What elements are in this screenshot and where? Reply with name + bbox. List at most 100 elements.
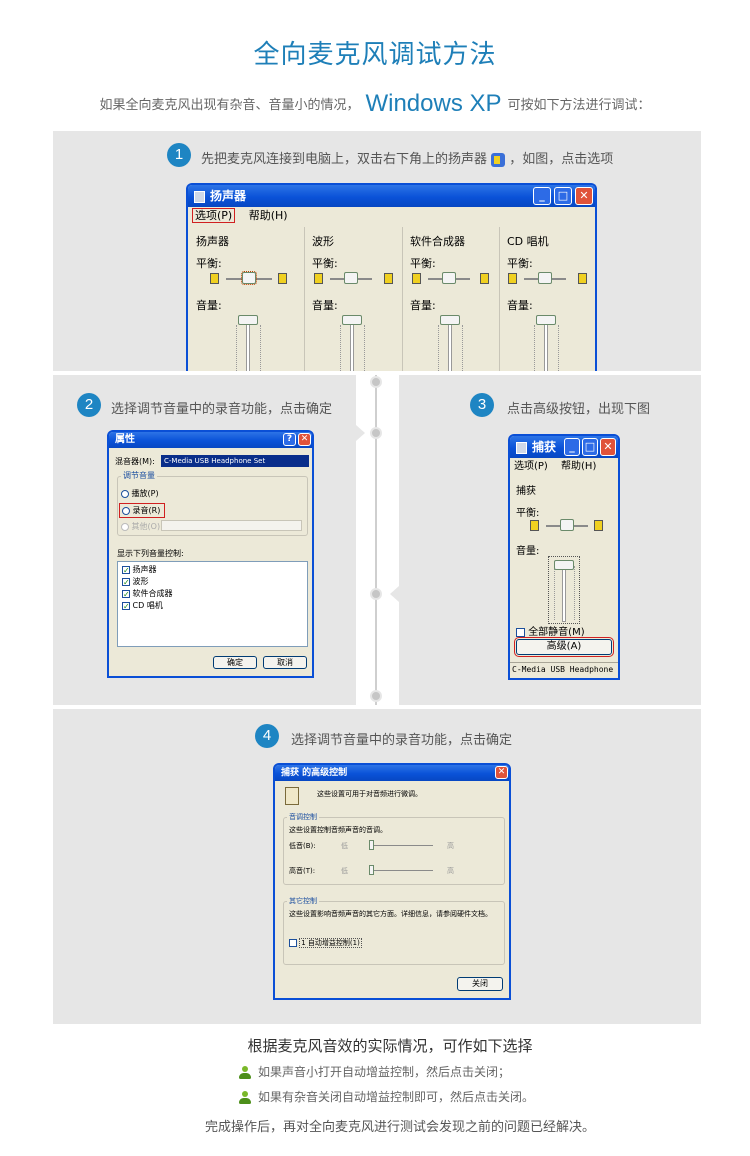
step3-number: 3	[470, 393, 494, 417]
step1-text: 先把麦克风连接到电脑上，双击右下角上的扬声器 ，如图，点击选项	[201, 148, 613, 167]
speaker-right-icon	[384, 273, 393, 284]
column-name: 波形	[312, 235, 334, 248]
speaker-left-icon	[508, 273, 517, 284]
balance-label: 平衡:	[410, 257, 436, 270]
balance-thumb[interactable]	[241, 271, 257, 285]
step1-text-main: 先把麦克风连接到电脑上，双击右下角上的扬声器	[201, 152, 488, 167]
bass-thumb[interactable]	[369, 840, 374, 850]
advanced-controls-window: 捕获 的高级控制 ✕ 这些设置可用于对音频进行微调。 音调控制 这些设置控制音频…	[273, 763, 511, 1000]
maximize-button[interactable]: □	[582, 438, 598, 456]
page-title: 全向麦克风调试方法	[253, 40, 497, 70]
close-button[interactable]: ✕	[298, 433, 311, 446]
tick-marks	[364, 325, 365, 371]
cancel-button[interactable]: 取消	[263, 656, 307, 669]
menu-options[interactable]: 选项(P)	[514, 461, 548, 472]
advanced-button[interactable]: 高级(A)	[514, 637, 614, 657]
intro-after: 可按如下方法进行调试：	[507, 98, 651, 113]
status-divider	[510, 662, 618, 663]
properties-title: 属性	[115, 434, 135, 445]
step1-number: 1	[167, 143, 191, 167]
balance-thumb[interactable]	[344, 272, 358, 284]
tone-desc: 这些设置控制音频声音的音调。	[289, 826, 387, 834]
minimize-button[interactable]: _	[533, 187, 551, 205]
menu-help[interactable]: 帮助(H)	[561, 461, 597, 472]
volume-thumb[interactable]	[536, 315, 556, 325]
timeline-dot	[370, 427, 382, 439]
list-label: 显示下列音量控制:	[117, 549, 184, 558]
volume-label: 音量:	[507, 299, 533, 312]
column-name: CD 唱机	[507, 235, 549, 248]
list-item[interactable]: ✓ CD 唱机	[122, 601, 163, 611]
close-button[interactable]: ✕	[600, 438, 616, 456]
treble-slider[interactable]	[371, 870, 433, 871]
volume-thumb[interactable]	[554, 560, 574, 570]
step1-text-after: ，如图，点击选项	[509, 152, 614, 167]
tick-marks	[462, 325, 463, 371]
tick-marks	[558, 325, 559, 371]
volume-thumb[interactable]	[238, 315, 258, 325]
bass-low: 低	[341, 842, 348, 850]
close-dialog-button[interactable]: 关闭	[457, 977, 503, 991]
mixer-columns: 扬声器 平衡: 音量: 波形 平衡: 音量: 软件合成器 平衡: 音量:	[188, 227, 595, 371]
summary-title: 根据麦克风音效的实际情况，可作如下选择	[247, 1037, 533, 1055]
list-item[interactable]: ✓ 扬声器	[122, 565, 157, 575]
volume-label: 音量:	[410, 299, 436, 312]
bass-slider[interactable]	[371, 845, 433, 846]
option-record[interactable]: 录音(R)	[119, 503, 166, 518]
menu-help[interactable]: 帮助(H)	[248, 209, 288, 222]
close-button[interactable]: ✕	[495, 766, 508, 779]
balance-thumb[interactable]	[442, 272, 456, 284]
tick-marks	[574, 566, 575, 620]
properties-window: 属性 ? ✕ 混音器(M): C-Media USB Headphone Set…	[107, 430, 314, 678]
speaker-tray-icon	[491, 152, 506, 167]
maximize-button[interactable]: □	[554, 187, 572, 205]
bass-high: 高	[447, 842, 454, 850]
capture-title: 捕获	[532, 440, 557, 454]
agc-checkbox[interactable]: 1 自动增益控制(1)	[289, 938, 362, 948]
minimize-button[interactable]: _	[564, 438, 580, 456]
step2-number: 2	[77, 393, 101, 417]
timeline-dot	[370, 690, 382, 702]
speaker-window-titlebar: 扬声器 _ □ ✕	[188, 185, 595, 207]
intro-before: 如果全向麦克风出现有杂音、音量小的情况，	[99, 98, 360, 113]
volume-thumb[interactable]	[342, 315, 362, 325]
speaker-left-icon	[530, 520, 539, 531]
close-button[interactable]: ✕	[575, 187, 593, 205]
adjust-volume-title: 调节音量	[121, 470, 157, 481]
properties-titlebar: 属性 ? ✕	[109, 432, 312, 448]
step4-text: 选择调节音量中的录音功能，点击确定	[291, 733, 513, 748]
option-playback[interactable]: 播放(P)	[121, 488, 159, 499]
volume-slider[interactable]	[448, 317, 452, 371]
volume-thumb[interactable]	[440, 315, 460, 325]
step2-text: 选择调节音量中的录音功能，点击确定	[111, 402, 333, 417]
list-item[interactable]: ✓ 软件合成器	[122, 589, 173, 599]
pointer-arrow-left	[390, 586, 399, 602]
tick-marks	[340, 325, 341, 371]
volume-slider[interactable]	[350, 317, 354, 371]
help-button[interactable]: ?	[283, 433, 296, 446]
option-other[interactable]: 其他(O)	[121, 521, 160, 532]
speaker-right-icon	[480, 273, 489, 284]
treble-high: 高	[447, 867, 454, 875]
balance-thumb[interactable]	[560, 519, 574, 531]
column-divider	[499, 227, 500, 371]
tick-marks	[554, 566, 555, 620]
balance-thumb[interactable]	[538, 272, 552, 284]
other-group-title: 其它控制	[287, 896, 319, 906]
list-item[interactable]: ✓ 波形	[122, 577, 149, 587]
info-icon	[285, 787, 299, 805]
volume-slider[interactable]	[544, 317, 548, 371]
volume-slider[interactable]	[246, 317, 250, 371]
speaker-menubar: 选项(P) 帮助(H)	[188, 207, 595, 225]
summary-bullet: 如果声音小打开自动增益控制，然后点击关闭；	[238, 1063, 510, 1080]
menu-options[interactable]: 选项(P)	[192, 208, 236, 223]
speaker-right-icon	[594, 520, 603, 531]
window-icon	[194, 190, 205, 203]
other-select[interactable]	[161, 520, 302, 531]
treble-thumb[interactable]	[369, 865, 374, 875]
mixer-select[interactable]: C-Media USB Headphone Set	[161, 455, 309, 467]
ok-button[interactable]: 确定	[213, 656, 257, 669]
treble-low: 低	[341, 867, 348, 875]
mute-all-checkbox[interactable]: 全部静音(M)	[516, 623, 585, 638]
